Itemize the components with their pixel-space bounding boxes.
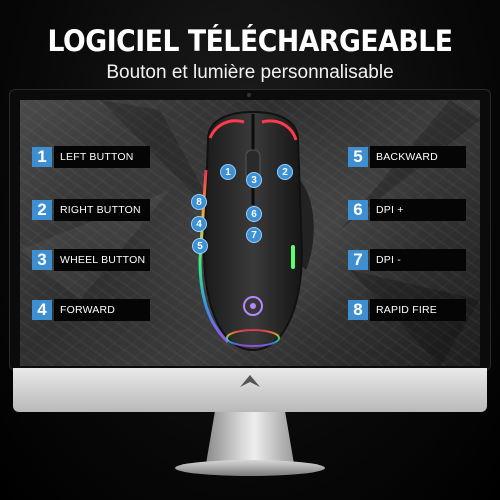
page-title: LOGICIEL TÉLÉCHARGEABLE [47,24,453,58]
marker-8: 8 [191,194,207,210]
button-label: RAPID FIRE [370,299,466,321]
button-row-3: 3 WHEEL BUTTON [32,249,150,271]
button-label: DPI + [370,199,466,221]
button-row-1: 1 LEFT BUTTON [32,146,150,168]
monitor-stand [206,412,294,464]
gaming-mouse: 1 2 3 4 5 6 7 8 [188,110,318,360]
button-number-badge: 7 [348,250,368,270]
page-subtitle: Bouton et lumière personnalisable [106,62,394,83]
monitor-base [175,460,325,476]
webcam-icon [247,93,251,97]
button-label: BACKWARD [370,146,466,168]
button-number-badge: 5 [348,147,368,167]
button-row-7: 7 DPI - [348,249,466,271]
button-label: WHEEL BUTTON [54,249,150,271]
marker-7: 7 [246,227,262,243]
brand-logo-icon [240,375,260,387]
button-number-badge: 2 [32,200,52,220]
button-number-badge: 8 [348,300,368,320]
button-label: DPI - [370,249,466,271]
button-label: RIGHT BUTTON [54,199,150,221]
button-row-2: 2 RIGHT BUTTON [32,199,150,221]
marker-1: 1 [220,164,236,180]
marker-4: 4 [191,216,207,232]
button-row-6: 6 DPI + [348,199,466,221]
marker-2: 2 [277,164,293,180]
button-row-5: 5 BACKWARD [348,146,466,168]
marker-3: 3 [246,172,262,188]
button-number-badge: 6 [348,200,368,220]
button-number-badge: 3 [32,250,52,270]
button-label: FORWARD [54,299,150,321]
button-row-4: 4 FORWARD [32,299,150,321]
button-number-badge: 4 [32,300,52,320]
button-number-badge: 1 [32,147,52,167]
button-label: LEFT BUTTON [54,146,150,168]
marker-5: 5 [192,238,208,254]
marker-6: 6 [246,206,262,222]
button-row-8: 8 RAPID FIRE [348,299,466,321]
